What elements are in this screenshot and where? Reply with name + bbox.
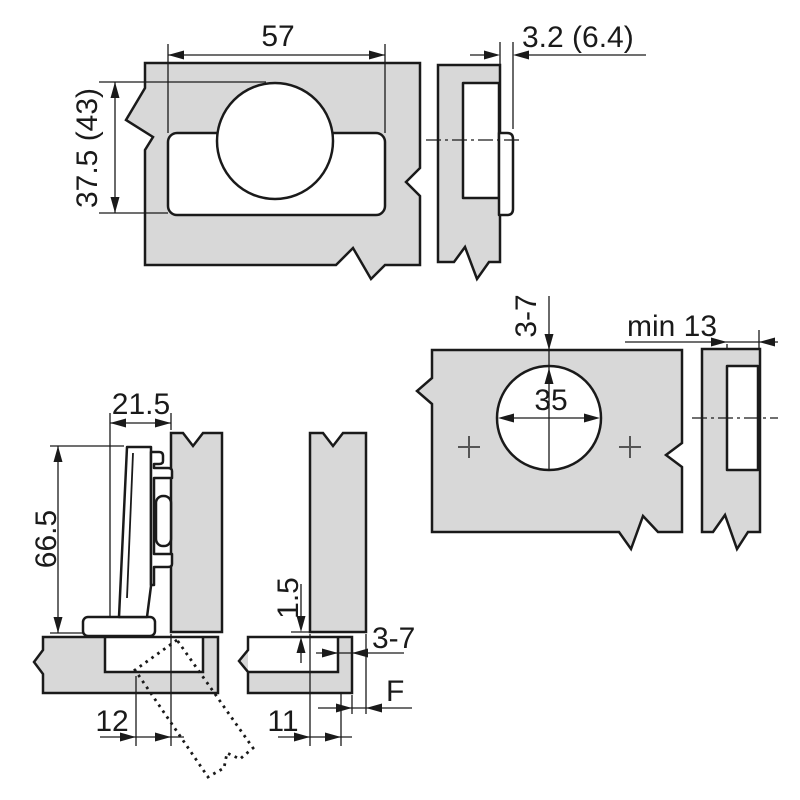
inset-cabinet-notch-fill (248, 637, 338, 672)
dim-min13-label: min 13 (627, 310, 717, 343)
dim-11-arrows (294, 732, 341, 742)
dim-35-arrows (498, 334, 600, 423)
dim-37-label: 37.5 (43) (71, 88, 104, 208)
dim-37-arrows (110, 82, 120, 213)
cup-protrusion (497, 131, 515, 217)
inset-cabinet-rabbet-outline (248, 637, 340, 674)
view-door-face: 57 37.5 (43) (71, 20, 422, 282)
cabinet-notch-outline (103, 637, 205, 674)
hinge-base-plate (81, 615, 157, 638)
dim-min13-arrows (711, 337, 775, 347)
hinge-arm-contour (126, 452, 134, 599)
dim-f-label: F (386, 675, 404, 708)
view-cabinet-edge (692, 347, 778, 552)
dim-37-lines (99, 81, 266, 214)
dim-15-arrows (296, 616, 306, 653)
view-inset-detail: 1.5 3-7 F 11 (237, 431, 415, 746)
dim-32-arrows (484, 50, 529, 60)
dim-665-label: 66.5 (30, 510, 63, 568)
dim-215-label: 21.5 (112, 388, 170, 421)
door-open-position-outline (133, 638, 255, 779)
door-section (169, 431, 224, 634)
hinge-cup-flange (149, 450, 174, 587)
dim-15-label: 1.5 (272, 577, 305, 619)
cabinet-notch-fill (105, 637, 203, 672)
dim-57-lines (167, 44, 386, 133)
dim-11-label: 11 (267, 705, 298, 738)
dim-37-edge-label: 3-7 (510, 294, 543, 337)
inset-door-section (308, 431, 368, 634)
dim-15-lines (291, 584, 309, 663)
dim-57-label: 57 (261, 20, 294, 53)
dim-215-arrows (110, 418, 171, 428)
dim-32-label: 3.2 (6.4) (522, 21, 634, 54)
dim-f-arrows (336, 703, 382, 713)
dim-35-label: 35 (534, 384, 567, 417)
dim-665-lines (50, 445, 124, 634)
dim-37-reveal-arrows (322, 648, 368, 658)
cabinet-section-outline (32, 635, 220, 695)
dim-12-label: 12 (95, 705, 128, 738)
dim-f-lines (318, 634, 412, 714)
dim-37-reveal-label: 3-7 (372, 622, 415, 655)
inset-cabinet-outline (237, 635, 354, 695)
view-hinge-side: 21.5 66.5 12 (30, 388, 255, 779)
view-door-edge: 3.2 (6.4) (426, 21, 646, 282)
view-cabinet-face: 35 3-7 min 13 (415, 294, 778, 552)
screw-position-markers (458, 436, 641, 458)
hinge-arm (117, 445, 153, 619)
dim-32-lines (470, 42, 646, 129)
hinge-flange-window (154, 494, 173, 548)
cup-hole (215, 81, 335, 201)
dim-12-arrows (120, 732, 171, 742)
